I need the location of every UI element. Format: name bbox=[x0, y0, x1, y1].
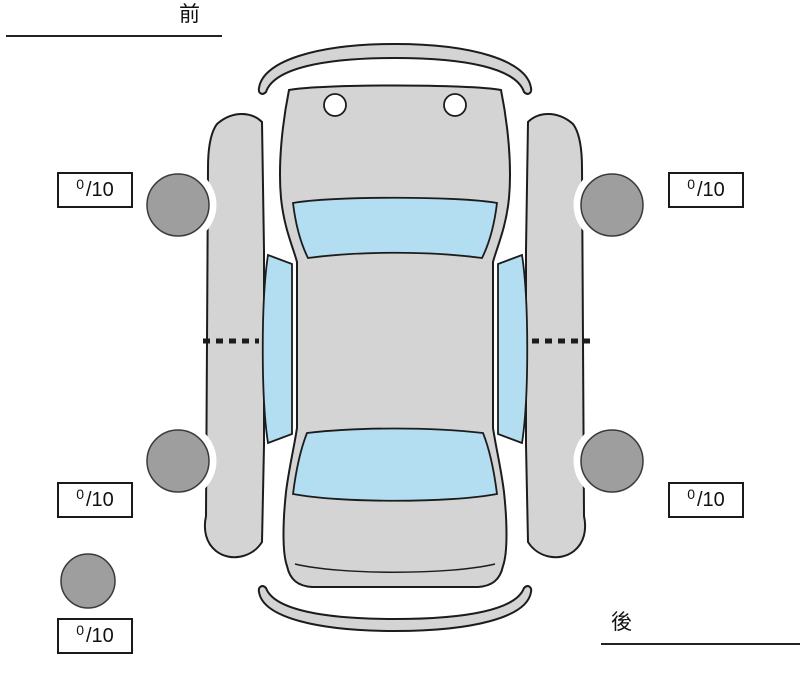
rear-bumper bbox=[257, 585, 533, 633]
tire-score-rear-right-value: 0 bbox=[687, 486, 695, 502]
rear-direction-label: 後 bbox=[601, 610, 800, 645]
wheel-rear-left bbox=[146, 429, 210, 493]
tire-score-front-right[interactable]: 0/10 bbox=[668, 172, 744, 208]
spare-tire bbox=[60, 553, 116, 609]
hood-circle-left bbox=[323, 93, 347, 117]
left-side-window bbox=[261, 253, 293, 445]
tire-score-rear-left-scale: /10 bbox=[85, 488, 114, 511]
left-side-panel bbox=[203, 113, 265, 559]
wheel-halo-rear-left bbox=[139, 422, 217, 500]
hood-circle-right bbox=[443, 93, 467, 117]
tire-score-front-left-scale: /10 bbox=[85, 178, 114, 201]
wheel-front-right bbox=[580, 173, 644, 237]
windshield-glass bbox=[292, 196, 498, 259]
tire-score-spare-scale: /10 bbox=[85, 624, 114, 647]
tire-score-rear-right-scale: /10 bbox=[696, 488, 725, 511]
tire-score-front-right-value: 0 bbox=[687, 176, 695, 192]
trunk-seam-line bbox=[294, 563, 496, 573]
car-body-center bbox=[279, 84, 511, 588]
tire-score-front-right-scale: /10 bbox=[696, 178, 725, 201]
wheel-halo-rear-right bbox=[573, 422, 651, 500]
wheel-rear-right bbox=[580, 429, 644, 493]
front-direction-label: 前 bbox=[6, 2, 222, 37]
tire-score-front-left[interactable]: 0/10 bbox=[57, 172, 133, 208]
tire-score-front-left-value: 0 bbox=[76, 176, 84, 192]
wheel-front-left bbox=[146, 173, 210, 237]
right-side-window bbox=[497, 253, 529, 445]
right-side-panel bbox=[525, 113, 587, 559]
tire-score-rear-left[interactable]: 0/10 bbox=[57, 482, 133, 518]
rear-window-glass bbox=[292, 427, 498, 502]
front-bumper bbox=[257, 42, 533, 95]
tire-score-rear-right[interactable]: 0/10 bbox=[668, 482, 744, 518]
tire-score-spare[interactable]: 0/10 bbox=[57, 618, 133, 654]
wheel-halo-front-left bbox=[139, 166, 217, 244]
tire-score-spare-value: 0 bbox=[76, 622, 84, 638]
wheel-halo-front-right bbox=[573, 166, 651, 244]
tire-score-rear-left-value: 0 bbox=[76, 486, 84, 502]
